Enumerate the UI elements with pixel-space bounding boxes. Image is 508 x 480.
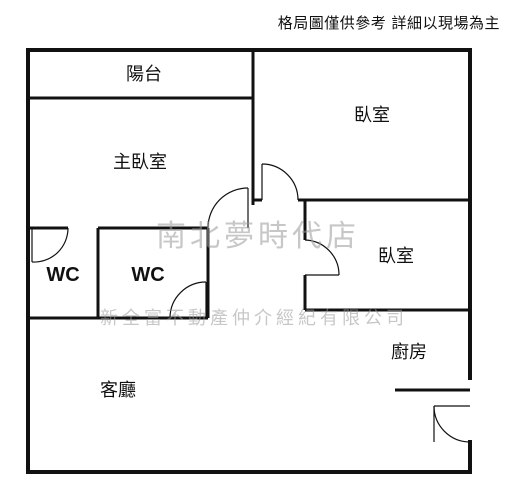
disclaimer-note: 格局圖僅供參考 詳細以現場為主 <box>277 14 500 32</box>
bedroom-2-label: 臥室 <box>378 246 414 267</box>
kitchen-label: 廚房 <box>391 341 427 363</box>
outer-walls <box>26 48 472 474</box>
watermark-company: 新全富不動產仲介經紀有限公司 <box>100 308 408 329</box>
bedroom-1-label: 臥室 <box>354 105 390 126</box>
wc-2-label: WC <box>131 264 164 286</box>
master-bedroom-label: 主臥室 <box>113 152 167 173</box>
watermark-brand: 南北夢時代店 <box>156 219 360 254</box>
balcony-label: 陽台 <box>126 64 162 85</box>
interior-walls <box>28 50 470 392</box>
living-room-label: 客廳 <box>100 380 136 401</box>
doors <box>31 163 471 443</box>
wc-1-label: WC <box>46 264 79 286</box>
